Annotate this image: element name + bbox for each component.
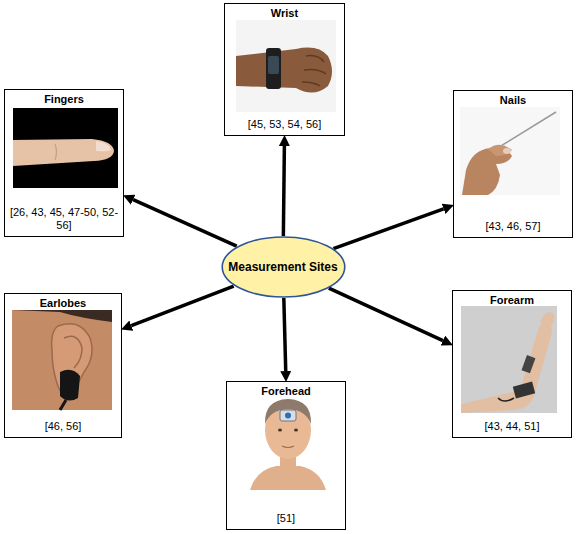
sensor-device xyxy=(522,355,536,373)
fingernail xyxy=(503,148,511,154)
finger-lines xyxy=(302,56,326,86)
eye xyxy=(294,429,298,432)
hair-shape xyxy=(265,399,311,424)
hub-ellipse: Measurement Sites xyxy=(221,236,346,298)
thumb-shape xyxy=(488,145,512,156)
reference-list: [43, 46, 57] xyxy=(485,220,540,233)
site-name: Forearm xyxy=(490,294,534,307)
fingernail xyxy=(96,141,111,151)
site-name: Forehead xyxy=(261,385,311,398)
photo-ground xyxy=(461,306,557,413)
photo-ground xyxy=(12,310,112,410)
band-display xyxy=(268,56,279,74)
nail-picture xyxy=(460,107,560,195)
site-box: Wrist [45, 53, 54, 56] xyxy=(224,3,345,136)
reference-list: [46, 56] xyxy=(45,420,82,433)
ellipse-shape xyxy=(222,237,345,297)
site-box: Forehead [51] xyxy=(226,381,346,530)
connector-arrow xyxy=(133,200,237,247)
photo-ground xyxy=(236,20,336,112)
hair-shape xyxy=(12,310,112,322)
site-name: Earlobes xyxy=(40,297,86,310)
arm-shape xyxy=(461,322,552,413)
site-box: Earlobes [46, 56] xyxy=(4,293,122,438)
connector-arrow xyxy=(131,286,233,326)
forehead-sensor xyxy=(280,410,296,421)
connector-arrow xyxy=(329,288,443,340)
forearm-picture xyxy=(461,306,557,413)
wristband xyxy=(266,48,281,89)
sensor-device xyxy=(513,382,535,399)
hub-label: Measurement Sites xyxy=(228,260,337,274)
finger-shape xyxy=(13,139,114,166)
photo-ground xyxy=(460,107,560,195)
clip-cable xyxy=(60,400,66,410)
site-box: Forearm [43, 44, 51] xyxy=(452,290,572,438)
ear-picture xyxy=(12,310,112,410)
forehead-picture xyxy=(250,399,326,490)
arm-shape xyxy=(236,48,332,93)
ear-fold xyxy=(64,336,82,368)
connector-arrow xyxy=(284,298,286,371)
sensor-light xyxy=(285,413,291,419)
site-name: Fingers xyxy=(44,93,84,106)
finger-picture xyxy=(13,108,118,188)
site-box: Nails [43, 46, 57] xyxy=(453,90,573,238)
site-box: Fingers [26, 43, 45, 47-50, 52-56] xyxy=(4,89,124,237)
hand-shape xyxy=(540,312,555,326)
eye xyxy=(278,429,282,432)
mouth xyxy=(282,446,294,448)
reference-list: [51] xyxy=(277,512,295,525)
photo-ground xyxy=(13,108,118,188)
site-name: Nails xyxy=(500,94,526,107)
reference-list: [45, 53, 54, 56] xyxy=(248,118,321,131)
knuckle-line xyxy=(55,144,57,160)
hand-shape xyxy=(462,148,512,195)
reference-list: [26, 43, 45, 47-50, 52-56] xyxy=(9,206,119,232)
wrist-picture xyxy=(236,20,336,112)
connector-arrow xyxy=(283,146,284,236)
connector-arrow xyxy=(333,209,443,249)
site-name: Wrist xyxy=(271,7,298,20)
reference-list: [43, 44, 51] xyxy=(484,420,539,433)
sensor-cable xyxy=(498,398,514,401)
shoulders-shape xyxy=(250,466,326,490)
ear-clip xyxy=(60,370,80,401)
